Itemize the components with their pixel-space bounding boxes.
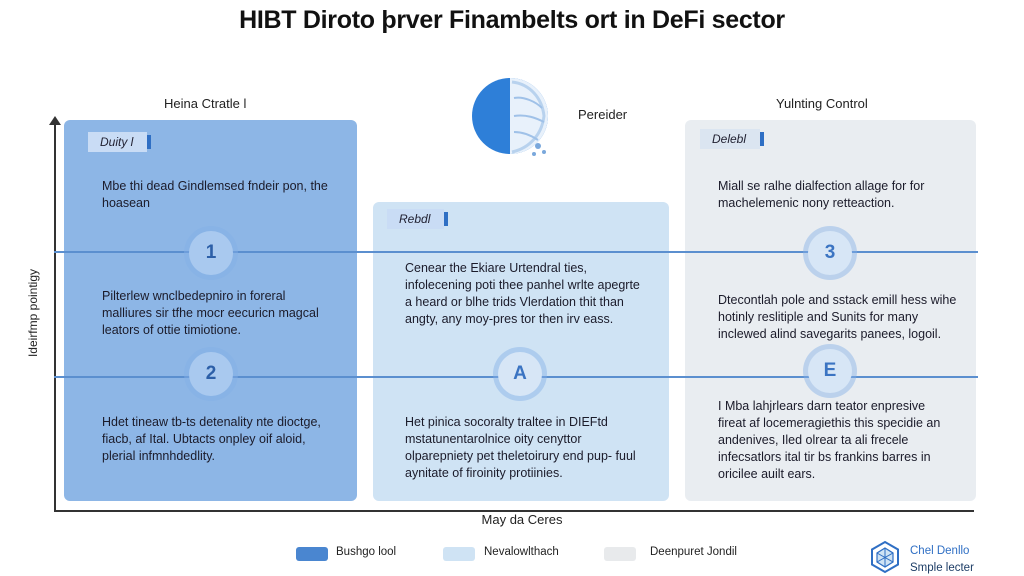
panel-right-tag: Delebl	[700, 129, 765, 149]
panel-left	[64, 120, 357, 501]
step-badge: 2	[189, 352, 233, 396]
guide-line-upper	[54, 251, 978, 253]
legend-label: Deenpuret Jondil	[650, 546, 737, 558]
legend-swatch-grey	[604, 547, 636, 561]
step-badge: 1	[189, 231, 233, 275]
brand-tagline: Smple lecter	[910, 562, 974, 574]
panel-left-text-3: Hdet tineaw tb-ts detenality nte dioctge…	[102, 415, 321, 463]
globe-icon	[472, 78, 548, 156]
panel-left-tag: Duity l	[88, 132, 152, 152]
panel-right-text-3: I Mba lahjrlears darn teator enpresive f…	[718, 399, 941, 481]
legend-label: Nevalowlthach	[484, 546, 559, 558]
panel-right	[685, 120, 976, 501]
x-axis	[54, 510, 974, 512]
panel-middle-text-2: Het pinica socoralty traltee in DIEFtd m…	[405, 415, 636, 480]
step-badge: E	[808, 349, 852, 393]
panel-right-text-1: Miall se ralhe dialfection allage for fo…	[718, 179, 925, 210]
panel-middle-text-1: Cenear the Ekiare Urtendral ties, infole…	[405, 261, 640, 326]
middle-column-header: Pereider	[578, 107, 628, 122]
hexagon-crystal-icon	[871, 540, 899, 574]
panel-left-text-2: Pilterlew wnclbedepniro in foreral malli…	[102, 289, 319, 337]
x-axis-label: May da Ceres	[481, 512, 563, 527]
legend-swatch-blue	[296, 547, 328, 561]
panel-left-text-1: Mbe thi dead Gindlemsed fndeir pon, the …	[102, 179, 328, 210]
panel-middle-tag: Rebdl	[387, 209, 449, 229]
brand-name: Chel Denllo	[910, 545, 970, 557]
right-column-header: Yulnting Control	[776, 96, 868, 111]
left-column-header: Heina Ctratle l	[164, 96, 247, 111]
y-axis	[54, 122, 56, 512]
page-title: HIBT Diroto þrver Finambelts ort in DeFi…	[239, 6, 785, 34]
legend-swatch-light	[443, 547, 475, 561]
panel-right-text-2: Dtecontlah pole and sstack emill hess wi…	[718, 293, 957, 341]
legend-label: Bushgo lool	[336, 546, 397, 558]
y-axis-label: Ideirfmp pointigy	[26, 268, 40, 358]
y-axis-arrow	[49, 116, 61, 125]
step-badge: 3	[808, 231, 852, 275]
step-badge: A	[498, 352, 542, 396]
